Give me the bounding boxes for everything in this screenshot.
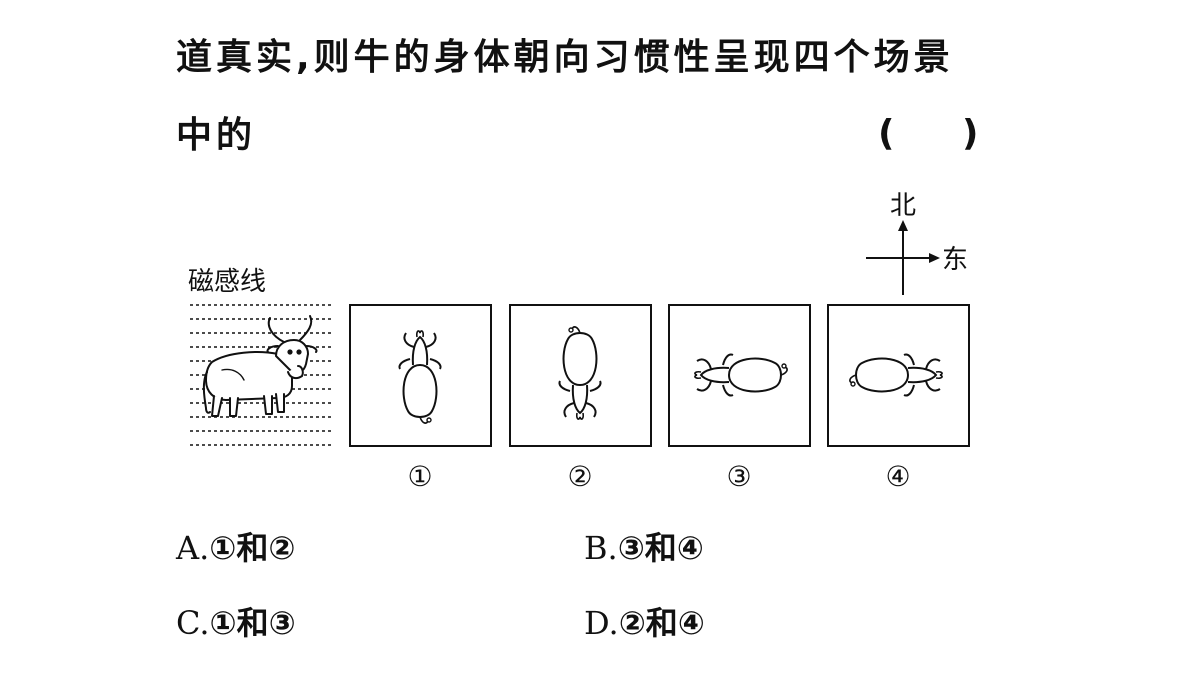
scene-box-4 xyxy=(827,304,970,447)
scene-box-2 xyxy=(509,304,652,447)
option-c-letter: C. xyxy=(176,604,210,642)
question-text-line-2: 中的 xyxy=(176,115,257,156)
scene-box-1 xyxy=(349,304,492,447)
scene-label-3: ③ xyxy=(726,460,751,493)
cow-top-view-1 xyxy=(398,329,442,425)
question-text-line-1: 道真实,则牛的身体朝向习惯性呈现四个场景 xyxy=(176,37,954,78)
option-b-text: ③和④ xyxy=(617,529,704,567)
answer-blank-open: ( xyxy=(878,113,895,154)
compass-icon xyxy=(866,220,940,295)
option-c[interactable]: C.①和③ xyxy=(176,607,296,639)
compass-north-label: 北 xyxy=(890,191,916,221)
option-d-letter: D. xyxy=(584,604,619,642)
option-d-text: ②和④ xyxy=(618,604,705,642)
compass-east-label: 东 xyxy=(942,245,968,275)
option-c-text: ①和③ xyxy=(209,604,296,642)
field-lines-label: 磁感线 xyxy=(188,267,266,297)
option-b-letter: B. xyxy=(584,529,618,567)
option-a-letter: A. xyxy=(176,529,210,567)
cow-top-view-4 xyxy=(848,353,944,397)
cow-illustration xyxy=(202,315,318,417)
cow-top-view-3 xyxy=(693,353,789,397)
scene-label-2: ② xyxy=(567,460,592,493)
cow-top-view-2 xyxy=(558,325,602,421)
scene-label-4: ④ xyxy=(885,460,910,493)
option-a[interactable]: A.①和② xyxy=(176,532,295,564)
option-a-text: ①和② xyxy=(209,529,296,567)
option-b[interactable]: B.③和④ xyxy=(584,532,704,564)
scene-label-1: ① xyxy=(407,460,432,493)
scene-box-3 xyxy=(668,304,811,447)
answer-blank-close: ) xyxy=(962,113,979,154)
option-d[interactable]: D.②和④ xyxy=(584,607,705,639)
